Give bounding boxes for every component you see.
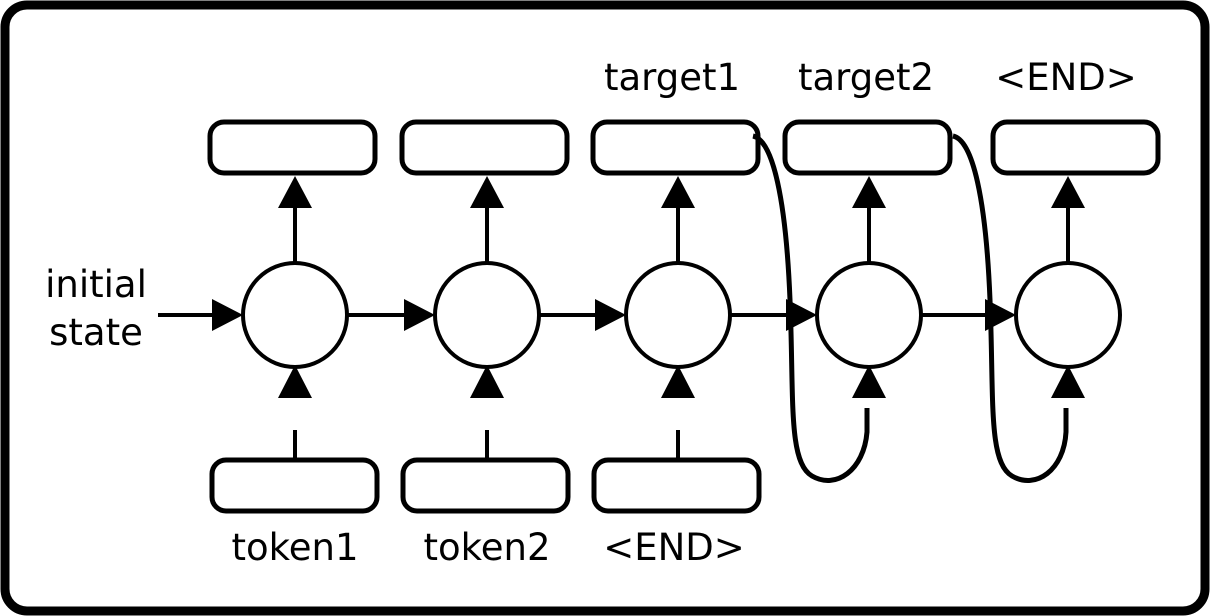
state-arrow-3-4 xyxy=(730,299,817,331)
cell-2-state-circle[interactable] xyxy=(433,261,541,369)
cell-2-input-label: token2 xyxy=(423,526,550,569)
cell-3-input-box[interactable] xyxy=(591,457,762,514)
state-arrowhead-2-3 xyxy=(595,299,626,331)
cell-5-output-arrowhead xyxy=(1051,176,1085,208)
cell-4-output-label: target2 xyxy=(798,56,934,99)
initial-state-label-line2: state xyxy=(49,311,143,354)
cell-4-group: target2 xyxy=(782,56,953,369)
cell-3-group: target1 <END> xyxy=(590,56,762,569)
cell-3-state-circle[interactable] xyxy=(624,261,732,369)
cell-3-output-arrowhead xyxy=(661,176,695,208)
cell-1-group: token1 xyxy=(207,119,380,569)
cell-1-output-box[interactable] xyxy=(207,119,378,176)
initial-state-label-line1: initial xyxy=(45,263,147,306)
state-arrow-1-2 xyxy=(347,299,435,331)
cell-1-input-arrowhead xyxy=(278,365,312,398)
cell-3-input-arrowhead xyxy=(661,365,695,398)
cell-3-output-label: target1 xyxy=(604,56,740,99)
cell-5-output-box[interactable] xyxy=(990,119,1161,176)
feedback-arrowhead-1 xyxy=(852,365,886,398)
cell-2-input-arrowhead xyxy=(470,365,504,398)
cell-2-output-box[interactable] xyxy=(399,119,570,176)
cell-1-input-box[interactable] xyxy=(209,457,380,514)
state-arrow-2-3 xyxy=(539,299,626,331)
cell-2-group: token2 xyxy=(399,119,571,569)
feedback-curve-target2-to-cell5 xyxy=(952,133,1085,483)
cell-3-input-label: <END> xyxy=(603,526,745,569)
state-arrowhead-3-4 xyxy=(786,299,817,331)
cell-2-output-arrowhead xyxy=(470,176,504,208)
cell-1-output-arrowhead xyxy=(278,176,312,208)
state-arrowhead-1-2 xyxy=(404,299,435,331)
cell-5-group: <END> xyxy=(990,56,1161,369)
cell-4-state-circle[interactable] xyxy=(815,261,923,369)
cell-4-output-arrowhead xyxy=(852,176,886,208)
cell-5-output-label: <END> xyxy=(995,56,1137,99)
feedback-arrowhead-2 xyxy=(1051,365,1085,398)
cell-4-output-box[interactable] xyxy=(782,119,953,176)
initial-state-arrowhead xyxy=(212,299,243,331)
cell-3-output-box[interactable] xyxy=(590,119,761,176)
cell-1-input-label: token1 xyxy=(231,526,358,569)
cell-2-input-box[interactable] xyxy=(400,457,571,514)
feedback-curve-target1-to-cell4 xyxy=(752,133,886,483)
initial-state-group: initial state xyxy=(45,263,243,354)
cell-1-state-circle[interactable] xyxy=(241,261,349,369)
feedback-path-1 xyxy=(752,133,870,483)
cell-5-state-circle[interactable] xyxy=(1014,261,1122,369)
feedback-path-2 xyxy=(952,133,1069,483)
